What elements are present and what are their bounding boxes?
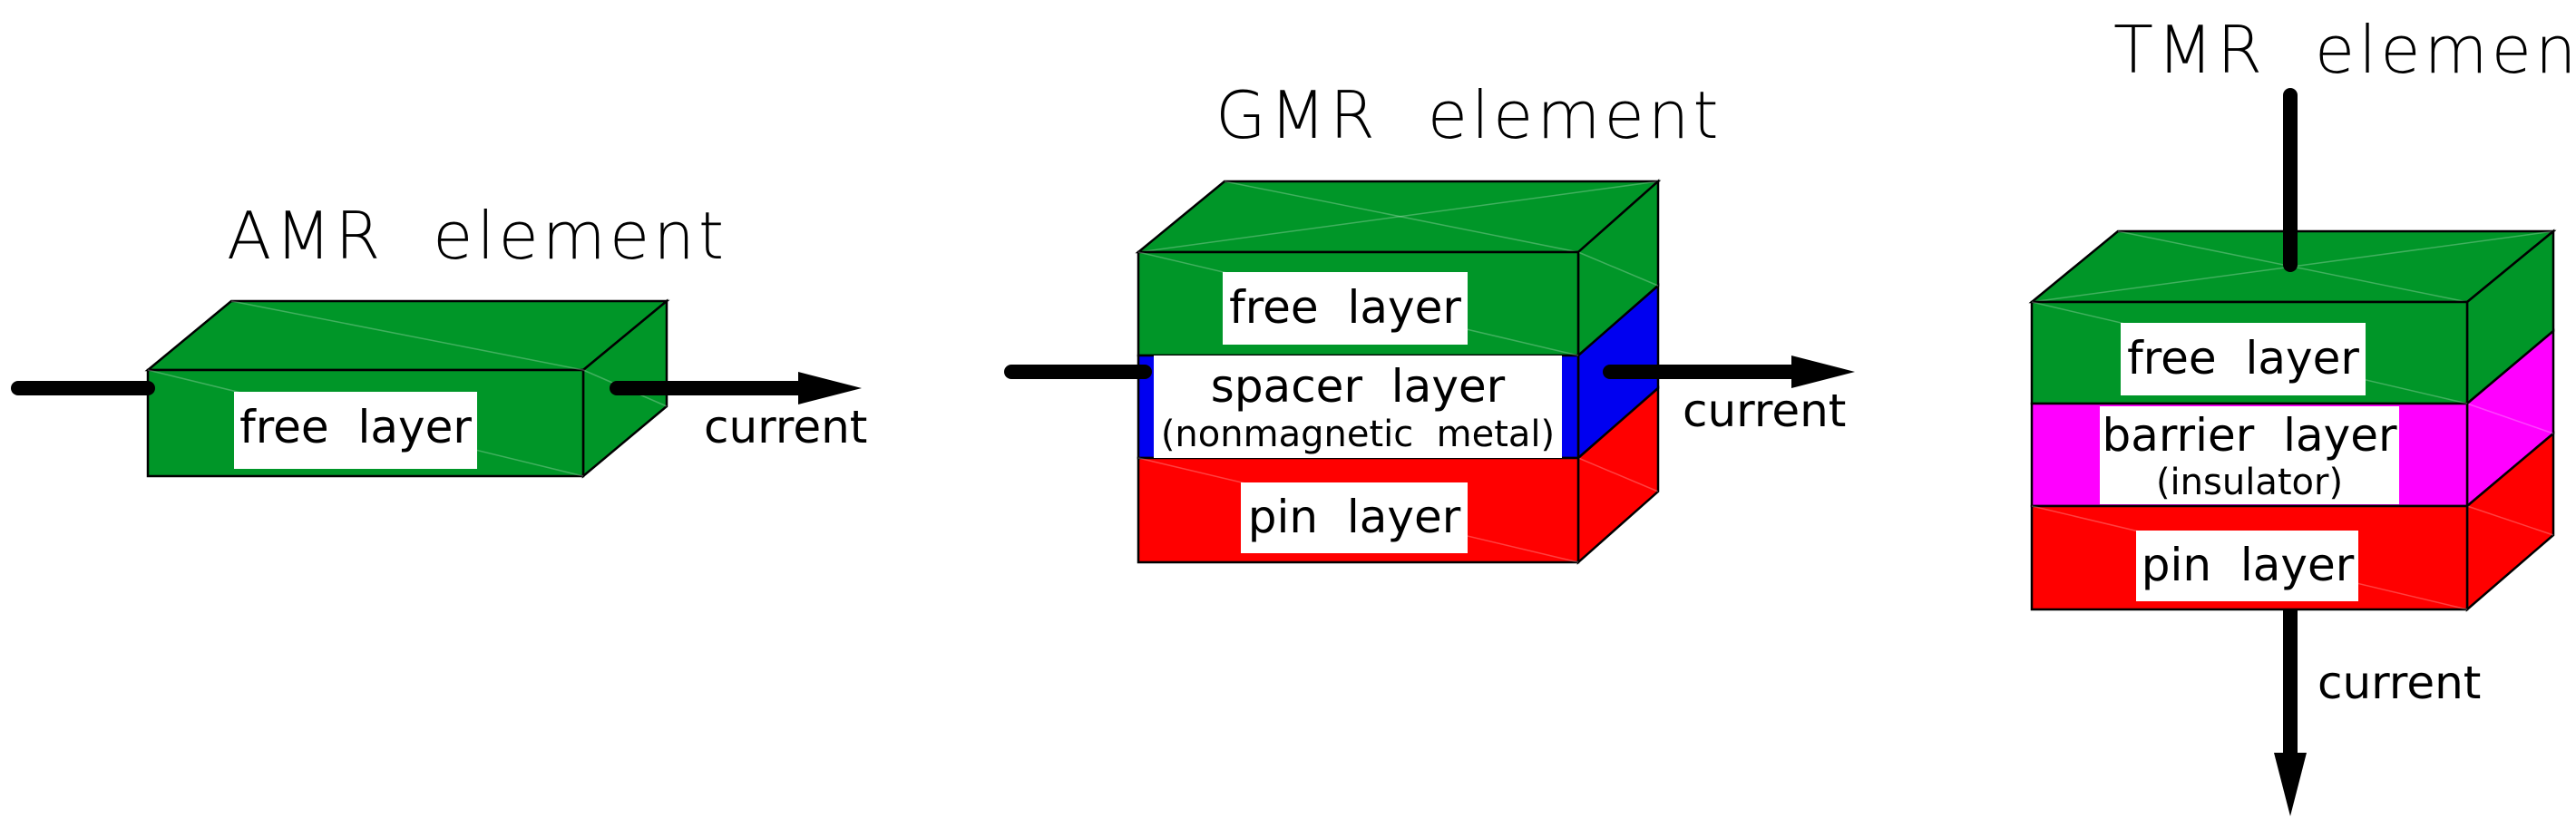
gmr-free-label-box	[1223, 272, 1468, 345]
gmr-arrow-head	[1791, 356, 1855, 388]
tmr-pin-label: pin layer	[2142, 539, 2355, 591]
amr-arrow-head	[798, 372, 862, 404]
gmr-element: GMR element free layer spacer layer (non…	[1004, 77, 1855, 565]
tmr-current-label: current	[2317, 657, 2481, 709]
gmr-free-label: free layer	[1229, 281, 1461, 334]
tmr-free-label: free layer	[2127, 332, 2359, 385]
amr-free-label-box	[234, 392, 477, 469]
gmr-spacer-label: spacer layer	[1211, 360, 1506, 413]
tmr-barrier-sub: (insulator)	[2156, 462, 2343, 503]
amr-title: AMR element	[227, 198, 727, 274]
tmr-title: TMR element	[2113, 12, 2576, 88]
gmr-title: GMR element	[1215, 77, 1722, 153]
gmr-current-label: current	[1683, 385, 1846, 437]
amr-free-label: free layer	[239, 401, 472, 453]
tmr-free-label-box	[2121, 323, 2366, 395]
amr-element: AMR element free layer current	[11, 198, 867, 479]
gmr-spacer-label-box	[1154, 356, 1562, 458]
gmr-pin-label-box	[1241, 482, 1468, 553]
tmr-arrow-head	[2274, 753, 2307, 816]
gmr-pin-label: pin layer	[1248, 491, 1461, 543]
gmr-spacer-sub: (nonmagnetic metal)	[1161, 414, 1555, 455]
tmr-barrier-label: barrier layer	[2102, 409, 2396, 462]
amr-current-label: current	[704, 401, 867, 453]
tmr-element: TMR element free layer barrier layer (in…	[2028, 12, 2576, 816]
tmr-pin-label-box	[2136, 531, 2358, 601]
tmr-barrier-label-box	[2100, 406, 2399, 504]
